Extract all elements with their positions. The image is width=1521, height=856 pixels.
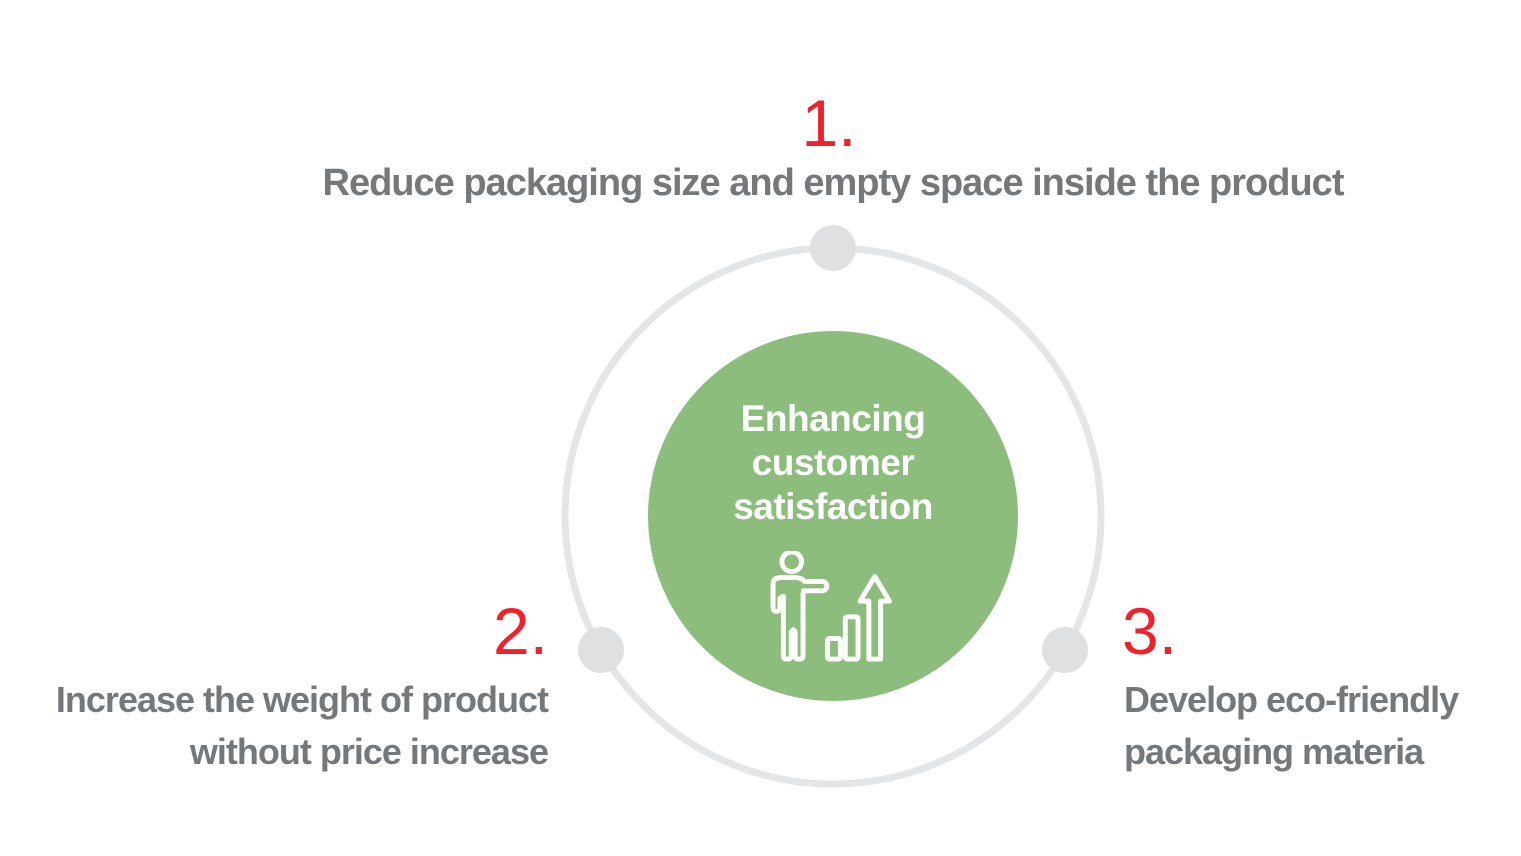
step-1-label: Reduce packaging size and empty space in… <box>322 162 1345 205</box>
step-1-number: 1. <box>801 86 857 160</box>
center-title: Enhancing customer satisfaction <box>733 398 933 527</box>
node-dot-bottom-right <box>1042 627 1088 673</box>
step-2-label-line-1: Increase the weight of product <box>55 679 549 720</box>
step-1-label-line-1: Reduce packaging size and empty space in… <box>322 162 1345 204</box>
step-3-label-line-1: Develop eco-friendly <box>1124 679 1459 720</box>
step-2-number: 2. <box>492 594 548 668</box>
center-circle: Enhancing customer satisfaction <box>648 331 1018 701</box>
step-2-label: Increase the weight of product without p… <box>55 674 549 778</box>
node-dot-top <box>810 225 856 271</box>
step-3-number: 3. <box>1122 594 1178 668</box>
node-dot-bottom-left <box>578 627 624 673</box>
step-3-label-line-2: packaging materia <box>1124 731 1424 772</box>
person-growth-chart-icon <box>770 551 892 662</box>
step-2-label-line-2: without price increase <box>189 731 549 772</box>
step-3-label: Develop eco-friendly packaging materia <box>1124 674 1459 778</box>
